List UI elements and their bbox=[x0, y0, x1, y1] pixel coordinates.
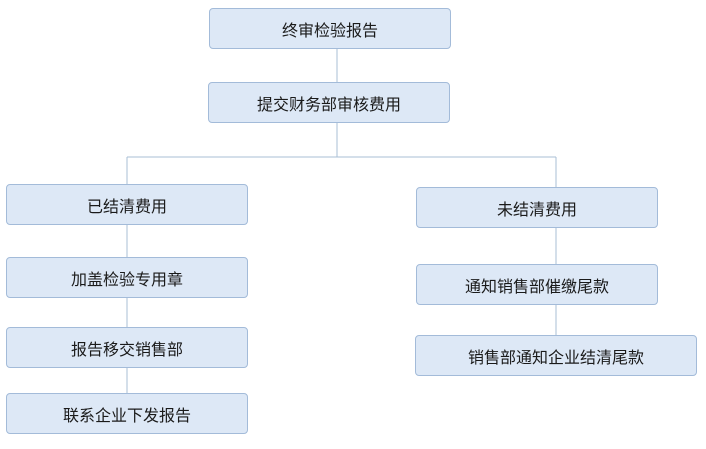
node-label: 终审检验报告 bbox=[281, 20, 378, 40]
node-label: 已结清费用 bbox=[86, 196, 167, 216]
node-submit-finance-review: 提交财务部审核费用 bbox=[208, 82, 450, 123]
node-label: 通知销售部催缴尾款 bbox=[464, 276, 609, 296]
node-sales-notify-enterprise-settle: 销售部通知企业结清尾款 bbox=[415, 335, 697, 376]
node-label: 报告移交销售部 bbox=[70, 339, 183, 359]
node-contact-enterprise-issue-report: 联系企业下发报告 bbox=[6, 393, 248, 434]
node-final-inspection-report: 终审检验报告 bbox=[209, 8, 451, 49]
node-fees-settled: 已结清费用 bbox=[6, 184, 248, 225]
node-label: 加盖检验专用章 bbox=[70, 269, 183, 289]
node-label: 销售部通知企业结清尾款 bbox=[467, 347, 644, 367]
node-notify-sales-collect-balance: 通知销售部催缴尾款 bbox=[416, 264, 658, 305]
node-stamp-inspection-seal: 加盖检验专用章 bbox=[6, 257, 248, 298]
node-label: 提交财务部审核费用 bbox=[256, 94, 401, 114]
node-transfer-report-sales: 报告移交销售部 bbox=[6, 327, 248, 368]
node-label: 联系企业下发报告 bbox=[62, 405, 191, 425]
node-fees-unsettled: 未结清费用 bbox=[416, 187, 658, 228]
node-label: 未结清费用 bbox=[496, 199, 577, 219]
